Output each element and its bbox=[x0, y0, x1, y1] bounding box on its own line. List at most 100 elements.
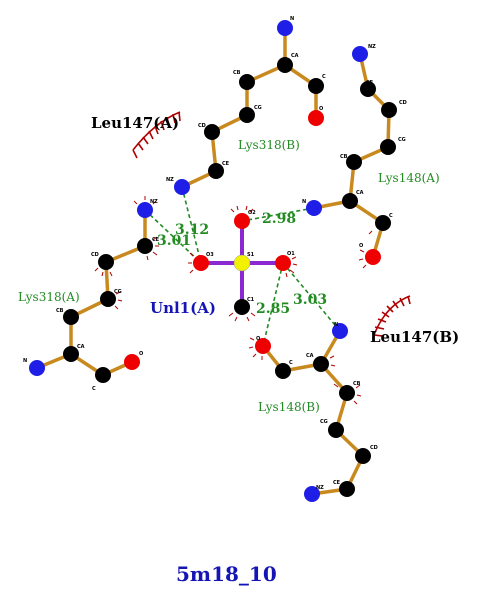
atom-ce bbox=[360, 81, 376, 97]
atom-ca bbox=[277, 57, 293, 73]
hydrophobic-arc-leu147a bbox=[132, 111, 181, 159]
hbond-distance: 2.85 bbox=[256, 301, 290, 317]
atom-label: CB bbox=[353, 381, 361, 387]
hbond-3.12 bbox=[181, 186, 202, 264]
atom-cg bbox=[328, 422, 344, 438]
atom-label: CD bbox=[370, 445, 378, 451]
atom-n bbox=[306, 200, 322, 216]
atom-cd bbox=[204, 124, 220, 140]
atom-label: C bbox=[289, 360, 293, 366]
atoms bbox=[29, 20, 397, 502]
hydrophobic-label-leu147b: Leu147(B) bbox=[370, 328, 459, 346]
atom-n bbox=[29, 360, 45, 376]
atom-ce bbox=[208, 163, 224, 179]
residue-label-lys318a: Lys318(A) bbox=[18, 290, 80, 304]
atom-label: C bbox=[322, 74, 326, 80]
atom-cg bbox=[380, 139, 396, 155]
atom-label: CE bbox=[152, 237, 160, 243]
atom-cb bbox=[239, 74, 255, 90]
atom-label: CA bbox=[356, 190, 364, 196]
atom-cg bbox=[100, 291, 116, 307]
atom-label: CD bbox=[399, 100, 407, 106]
atom-s1 bbox=[233, 254, 251, 272]
atom-c1 bbox=[234, 299, 250, 315]
atom-label: CE bbox=[366, 80, 374, 86]
atom-o3 bbox=[193, 255, 209, 271]
hbond-3.03 bbox=[282, 262, 341, 332]
atom-contact-spokes bbox=[94, 196, 373, 405]
atom-o bbox=[124, 354, 140, 370]
atom-label: CE bbox=[222, 161, 230, 167]
atom-ce bbox=[137, 238, 153, 254]
atom-label: NZ bbox=[150, 199, 158, 205]
atom-label: NZ bbox=[316, 485, 324, 491]
atom-label: C bbox=[389, 213, 393, 219]
atom-label: CG bbox=[320, 419, 328, 425]
atom-cb bbox=[63, 309, 79, 325]
residue-label-lys148b: Lys148(B) bbox=[258, 400, 320, 414]
atom-label: N bbox=[23, 358, 27, 364]
atom-label: O3 bbox=[206, 252, 214, 258]
atom-cb bbox=[339, 385, 355, 401]
hbond-2.85 bbox=[262, 262, 284, 347]
atom-label: C bbox=[92, 386, 96, 392]
atom-c bbox=[275, 363, 291, 379]
atom-c bbox=[95, 367, 111, 383]
atom-o1 bbox=[275, 255, 291, 271]
atom-ca bbox=[342, 193, 358, 209]
hbond-2.98 bbox=[241, 207, 315, 222]
residue-labels: Lys318(B) Lys148(A) Lys318(A) Lys148(B) … bbox=[18, 114, 459, 414]
atom-label: CG bbox=[398, 137, 406, 143]
atom-c bbox=[375, 215, 391, 231]
atom-label: N bbox=[334, 322, 338, 328]
atom-cd bbox=[381, 102, 397, 118]
atom-label: CB bbox=[56, 308, 64, 314]
atom-o bbox=[308, 110, 324, 126]
hbond-distance: 3.03 bbox=[293, 292, 327, 308]
atom-cd bbox=[355, 448, 371, 464]
atom-label: C1 bbox=[247, 297, 255, 303]
ligand-label: Unl1(A) bbox=[150, 299, 216, 317]
atom-label: CG bbox=[114, 289, 122, 295]
atom-label: NZ bbox=[166, 177, 174, 183]
atom-cd bbox=[98, 254, 114, 270]
atom-o bbox=[365, 249, 381, 265]
atom-label: N bbox=[290, 16, 294, 22]
atom-label: S1 bbox=[247, 252, 255, 258]
atom-o2 bbox=[234, 213, 250, 229]
atom-nz bbox=[352, 46, 368, 62]
atom-c bbox=[308, 78, 324, 94]
residue-label-lys318b: Lys318(B) bbox=[238, 138, 300, 152]
hbond-distance: 2.98 bbox=[262, 211, 296, 227]
atom-label: O bbox=[359, 243, 363, 249]
atom-ce bbox=[339, 481, 355, 497]
atom-label: CE bbox=[333, 480, 341, 486]
atom-label: CA bbox=[77, 344, 85, 350]
atom-n bbox=[277, 20, 293, 36]
hbond-distances: 3.12 3.01 2.98 2.85 3.03 bbox=[157, 211, 327, 317]
atom-n bbox=[332, 323, 348, 339]
residue-label-lys148a: Lys148(A) bbox=[378, 171, 440, 185]
atom-o bbox=[255, 338, 271, 354]
atom-nz bbox=[137, 202, 153, 218]
atom-label: CB bbox=[233, 70, 241, 76]
atom-label: O bbox=[139, 351, 143, 357]
atom-label: N bbox=[302, 199, 306, 205]
atom-label: O2 bbox=[248, 210, 256, 216]
diagram-title: 5m18_10 bbox=[176, 562, 277, 586]
atom-label: CD bbox=[198, 123, 206, 129]
atom-ca bbox=[313, 356, 329, 372]
atom-nz bbox=[304, 486, 320, 502]
atom-label: O bbox=[319, 106, 323, 112]
hbond-distance: 3.12 bbox=[175, 222, 209, 238]
atom-cb bbox=[346, 154, 362, 170]
hbond-distance: 3.01 bbox=[157, 233, 191, 249]
hydrophobic-label-leu147a: Leu147(A) bbox=[91, 114, 179, 132]
atom-ca bbox=[63, 346, 79, 362]
atom-label: O1 bbox=[287, 251, 295, 257]
hydrophobic-arc-leu147b bbox=[373, 295, 411, 337]
atom-label: CA bbox=[291, 53, 299, 59]
atom-label: CD bbox=[91, 252, 99, 258]
hydrogen-bonds bbox=[144, 186, 341, 347]
